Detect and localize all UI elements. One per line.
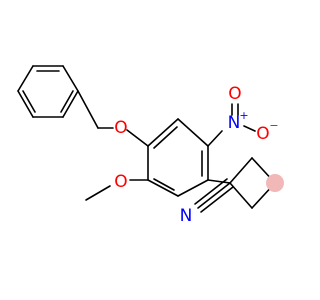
bond — [243, 125, 256, 132]
bond — [207, 130, 223, 147]
bond — [77, 90, 99, 129]
structure-diagram: O O N + O O − N — [17, 65, 284, 226]
benzyl-ring — [17, 65, 79, 118]
bond — [62, 65, 79, 92]
nitro-plus-charge: + — [239, 109, 248, 122]
bond — [229, 157, 253, 184]
methoxy-oxygen: O — [114, 172, 127, 192]
bond — [126, 129, 149, 147]
central-ring — [147, 118, 209, 197]
bond — [85, 185, 111, 201]
bond — [207, 179, 231, 184]
nitro-oxygen-right: O — [256, 124, 269, 144]
highlighted-carbon — [266, 174, 284, 192]
bond — [17, 90, 34, 118]
bond — [17, 65, 34, 92]
nitro-nitrogen: N — [228, 113, 241, 133]
cyclobutane — [229, 157, 284, 209]
bond — [197, 182, 231, 209]
double-bond — [22, 90, 36, 113]
bond — [200, 186, 234, 213]
double-bond — [153, 126, 178, 149]
bond — [62, 90, 79, 118]
bond — [147, 118, 179, 147]
double-bond — [60, 90, 74, 113]
nitrile-nitrogen: N — [180, 206, 193, 226]
molecule-svg: O O N + O O − N — [17, 65, 284, 226]
bond — [194, 178, 228, 205]
nitrile-bond — [194, 178, 234, 213]
bond — [177, 179, 209, 197]
ether-oxygen: O — [114, 118, 127, 138]
double-bond — [153, 178, 175, 191]
nitro-minus-charge: − — [269, 119, 278, 132]
bond — [177, 118, 209, 147]
bond — [147, 179, 179, 197]
nitro-oxygen-top: O — [228, 84, 241, 104]
